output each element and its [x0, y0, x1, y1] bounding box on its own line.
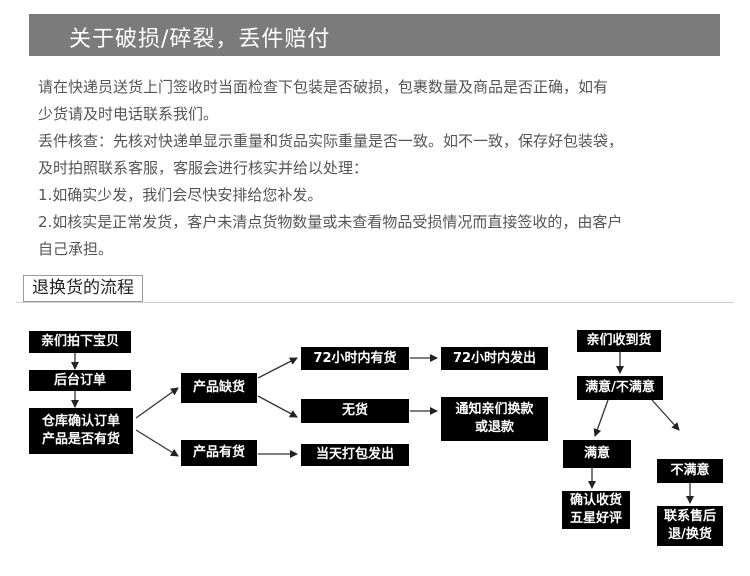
flow-step-contact-service: 联系售后 退/换货: [657, 506, 723, 546]
flow-step-satisfaction: 满意/不满意: [577, 376, 663, 400]
flow-step-order-placed: 亲们拍下宝贝: [29, 331, 131, 353]
flow-step-line: 仓库确认订单: [41, 414, 120, 429]
flow-step-unsatisfied: 不满意: [657, 459, 723, 483]
flow-step-line: 产品是否有货: [41, 432, 120, 447]
flow-step-backend-order: 后台订单: [29, 370, 131, 391]
notice-line: 丢件核查：先核对快递单显示重量和货品实际重量是否一致。如不一致，保存好包装袋，: [38, 132, 624, 150]
page-title: 关于破损/碎裂，丢件赔付: [69, 27, 331, 52]
flow-step-line: 联系售后: [663, 509, 716, 524]
flow-step-line: 退/换货: [668, 527, 712, 542]
flow-step-ship-72h: 72小时内发出: [441, 347, 548, 370]
flow-step-ship-today: 当天打包发出: [301, 444, 409, 466]
notice-line: 请在快递员送货上门签收时当面检查下包装是否破损，包裹数量及商品是否正确，如有: [38, 78, 609, 96]
flow-step-line: 确认收货: [569, 493, 622, 508]
notice-line: 自己承担。: [38, 240, 114, 258]
flow-section-label: 退换货的流程: [23, 275, 143, 302]
notice-text: 请在快递员送货上门签收时当面检查下包装是否破损，包裹数量及商品是否正确，如有 少…: [38, 74, 728, 263]
flow-step-out-of-stock: 产品缺货: [181, 373, 257, 403]
flow-step-in-stock: 产品有货: [181, 440, 257, 466]
notice-line: 2.如核实是正常发货，客户未清点货物数量或未查看物品受损情况而直接签收的，由客户: [38, 213, 623, 231]
flow-step-satisfied: 满意: [563, 440, 631, 468]
flow-step-line: 通知亲们换款: [455, 402, 534, 417]
flow-step-received: 亲们收到货: [577, 330, 661, 352]
notice-line: 少货请及时电话联系我们。: [38, 105, 219, 123]
flow-step-line: 五星好评: [569, 511, 622, 526]
notice-line: 1.如确实少发，我们会尽快安排给您补发。: [38, 186, 323, 204]
divider: [16, 302, 734, 303]
flow-step-warehouse-check: 仓库确认订单 产品是否有货: [29, 408, 133, 454]
flow-step-line: 或退款: [474, 420, 514, 435]
notice-line: 及时拍照联系客服，客服会进行核实并给以处理：: [38, 159, 369, 177]
flow-step-restock-72h: 72小时内有货: [301, 347, 409, 370]
flow-step-confirm: 确认收货 五星好评: [562, 491, 630, 529]
flow-step-notify: 通知亲们换款 或退款: [441, 397, 548, 441]
header-bar: 关于破损/碎裂，丢件赔付: [29, 14, 720, 56]
flow-step-no-stock: 无货: [301, 399, 409, 423]
